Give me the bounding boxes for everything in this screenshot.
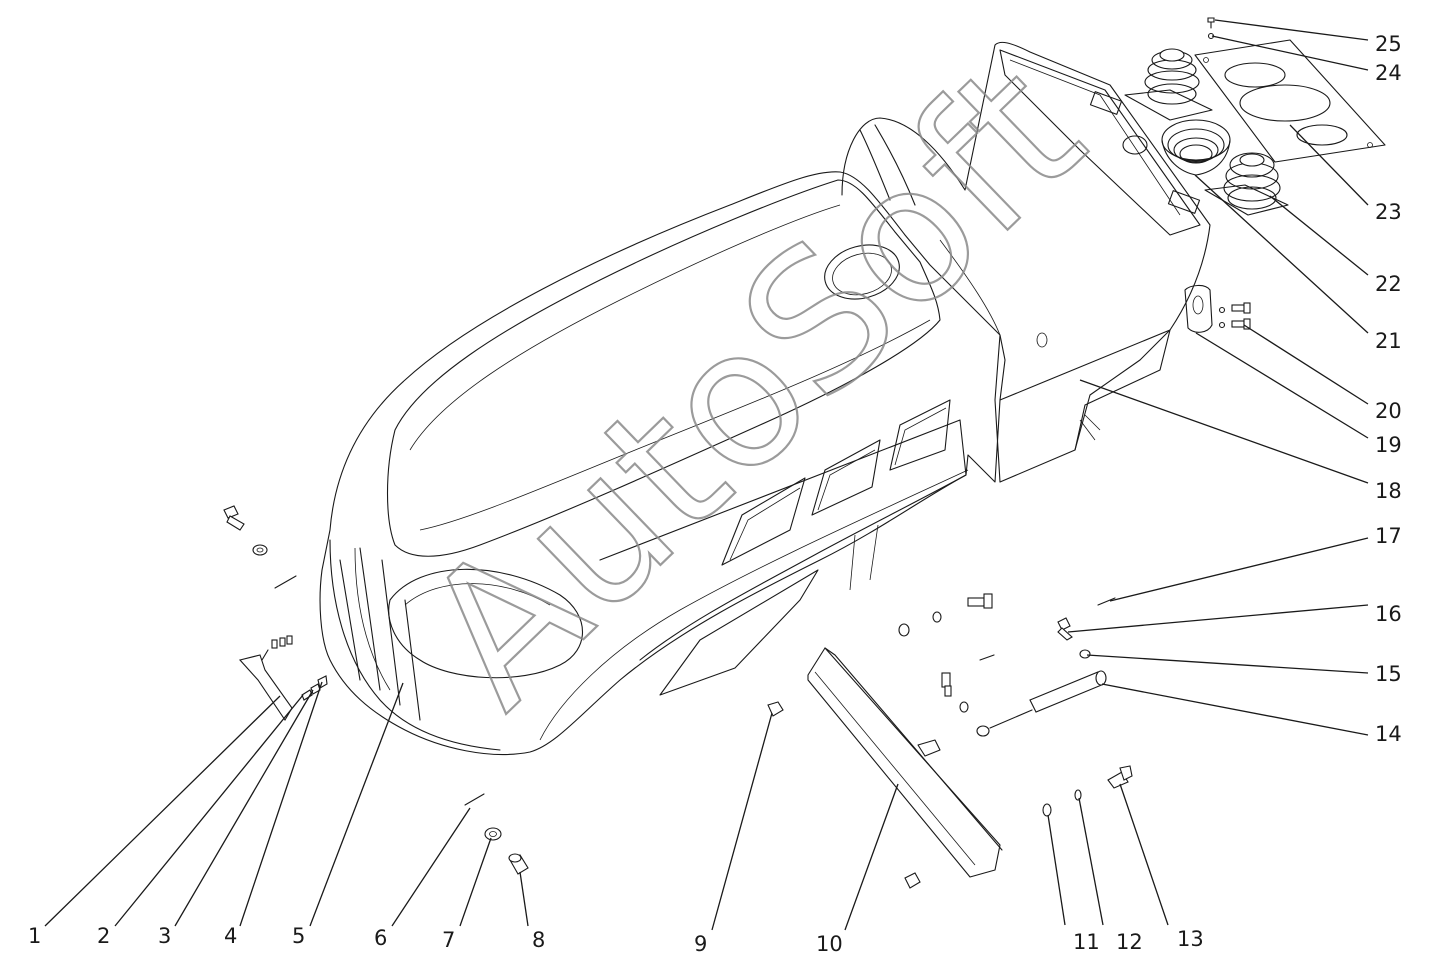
small-screw-24-25 [1207, 17, 1215, 40]
callout-10: 10 [816, 932, 843, 956]
leader-lines [44, 19, 1369, 931]
callout-12: 12 [1116, 930, 1143, 954]
callout-19: 19 [1375, 433, 1402, 457]
left-hardware [223, 505, 529, 875]
watermark-text: AutoSoft [383, 22, 1124, 748]
callout-11: 11 [1073, 930, 1100, 954]
bellows-boot-21 [1161, 119, 1231, 176]
callout-20: 20 [1375, 399, 1402, 423]
callout-5: 5 [292, 924, 305, 948]
bellows-boot-top [1124, 48, 1213, 121]
callout-6: 6 [374, 926, 387, 950]
bellows-boot-22 [1204, 152, 1289, 216]
callout-23: 23 [1375, 200, 1402, 224]
hood-assembly [319, 171, 1006, 756]
callout-13: 13 [1177, 927, 1204, 951]
callout-4: 4 [224, 924, 237, 948]
callout-14: 14 [1375, 722, 1402, 746]
callout-labels: 1 2 3 4 5 6 7 8 9 10 11 12 13 14 15 16 1… [28, 32, 1402, 956]
callout-22: 22 [1375, 272, 1402, 296]
callout-18: 18 [1375, 479, 1402, 503]
callout-2: 2 [97, 924, 110, 948]
callout-15: 15 [1375, 662, 1402, 686]
gasket-plate-23 [1194, 39, 1386, 163]
center-hardware [767, 593, 1133, 889]
callout-17: 17 [1375, 524, 1402, 548]
callout-25: 25 [1375, 32, 1402, 56]
callout-21: 21 [1375, 329, 1402, 353]
callout-9: 9 [694, 932, 707, 956]
bolts-20 [1218, 302, 1251, 330]
callout-7: 7 [442, 928, 455, 952]
rear-frame-18 [841, 41, 1211, 483]
callout-16: 16 [1375, 602, 1402, 626]
callout-1: 1 [28, 924, 41, 948]
round-plate-19 [1184, 284, 1213, 333]
support-bar-10 [807, 647, 1003, 878]
callout-24: 24 [1375, 61, 1402, 85]
callout-8: 8 [532, 928, 545, 952]
callout-3: 3 [158, 924, 171, 948]
